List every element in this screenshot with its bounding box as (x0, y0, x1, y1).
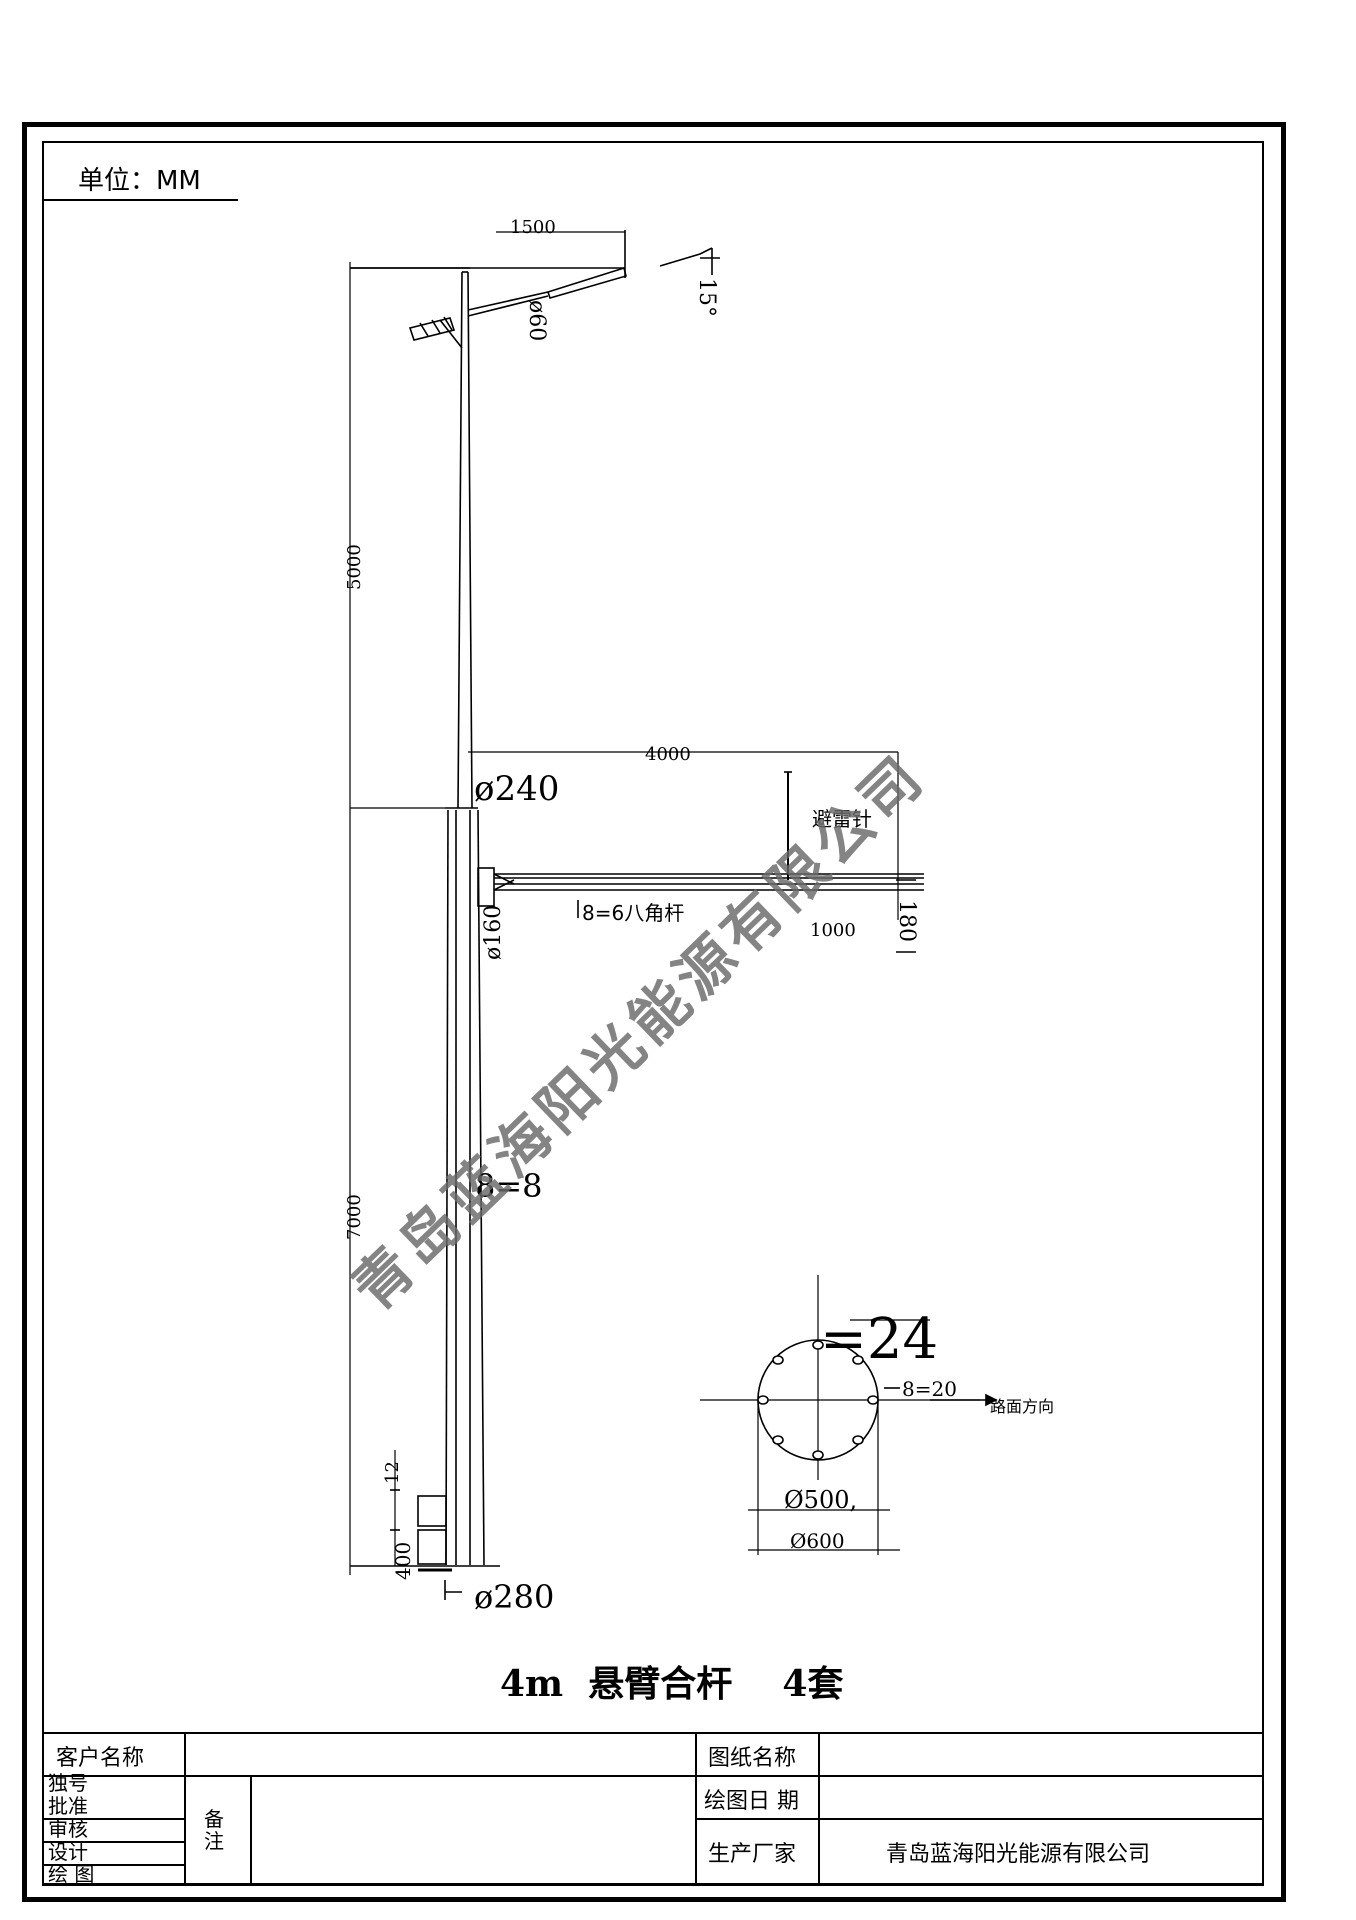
client-label: 客户名称 (56, 1746, 145, 1771)
flange-plan (700, 1275, 998, 1555)
remarks-label: 备注 (204, 1807, 224, 1853)
dim-1500: 1500 (510, 217, 556, 238)
dim-7000: 7000 (344, 1194, 365, 1240)
dim-180: 180 (894, 900, 919, 942)
draw-date-label: 绘图日 期 (704, 1789, 799, 1814)
dim-o240: ø240 (474, 769, 559, 809)
dim-o60: ø60 (524, 300, 549, 341)
lower-pole-right (477, 809, 485, 1566)
dim-4000: 4000 (645, 744, 691, 765)
arm-flange (477, 867, 495, 907)
sign-row-1: 独号 (48, 1771, 88, 1795)
flange-bolt-spec: 8=20 (902, 1377, 957, 1401)
base-box-bottom (417, 1529, 447, 1565)
base-box-top (417, 1495, 447, 1527)
dim-o280: ø280 (474, 1578, 554, 1616)
dim-400: 400 (391, 1542, 415, 1580)
sign-row-5: 绘 图 (48, 1862, 95, 1886)
outer-frame (22, 122, 1286, 1902)
upper-pole-left (457, 271, 463, 809)
dim-1000: 1000 (810, 920, 856, 941)
dim-12: 12 (382, 1461, 403, 1484)
sign-row-2: 批准 (48, 1794, 88, 1818)
label-arm-spec: 8=6八角杆 (582, 901, 684, 925)
lower-pole-left (445, 809, 449, 1566)
flange-thickness: =24 (820, 1307, 938, 1372)
flange-outer-dia: Ø600 (790, 1529, 845, 1553)
top-lamp-head (408, 317, 456, 341)
manufacturer-label: 生产厂家 (708, 1842, 797, 1867)
dim-8-8: 8=8 (475, 1167, 543, 1205)
road-direction: 路面方向 (990, 1397, 1054, 1416)
sign-row-3: 审核 (48, 1817, 88, 1841)
sign-row-4: 设计 (48, 1840, 88, 1864)
unit-label: 单位：MM (78, 166, 201, 196)
dim-angle: 15° (694, 278, 719, 317)
flange-inner-dia: Ø500, (784, 1486, 857, 1514)
manufacturer-value: 青岛蓝海阳光能源有限公司 (886, 1842, 1151, 1867)
drawing-name-label: 图纸名称 (708, 1746, 797, 1771)
unit-underline (44, 199, 238, 201)
dim-5000: 5000 (344, 544, 365, 590)
drawing-title: 4m 悬臂合杆 4套 (500, 1663, 844, 1705)
dim-o160: ø160 (481, 905, 506, 960)
label-lightning-rod: 避雷针 (812, 807, 872, 831)
upper-pole-right (467, 271, 473, 809)
